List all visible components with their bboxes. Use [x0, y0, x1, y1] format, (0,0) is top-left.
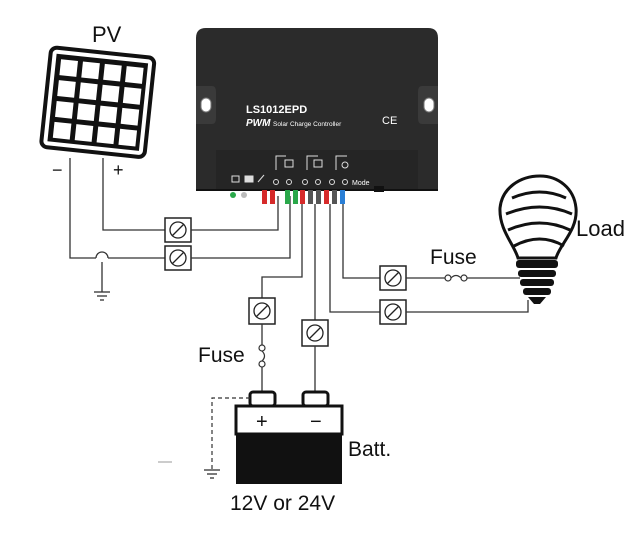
breaker-icon — [379, 265, 407, 291]
controller-terminals — [230, 190, 345, 204]
mode-label: Mode — [352, 180, 370, 187]
controller-model: LS1012EPD — [246, 104, 307, 116]
pv-plus-label: + — [113, 160, 124, 180]
fuse-icon — [258, 344, 266, 368]
breaker-icon — [164, 245, 192, 271]
pv-wires — [69, 158, 165, 292]
controller-subtitle: Solar Charge Controller — [273, 121, 342, 128]
battery-minus-label: − — [310, 411, 322, 433]
voltage-label: 12V or 24V — [230, 492, 335, 515]
breaker-icon — [164, 217, 192, 243]
breaker-icon — [379, 299, 407, 325]
charge-controller — [196, 28, 438, 191]
fuse-load-label: Fuse — [430, 246, 477, 269]
ground-icon — [94, 291, 110, 301]
ce-mark: CE — [382, 115, 397, 127]
breaker-icon — [248, 297, 276, 325]
fuse-icon — [444, 274, 468, 282]
battery-plus-label: + — [256, 411, 268, 433]
pv-minus-label: − — [52, 160, 63, 180]
pv-label: PV — [92, 22, 122, 47]
load-label: Load — [576, 216, 625, 241]
panel-front-icons — [231, 155, 349, 185]
bulb-icon — [498, 174, 578, 304]
battery-icon — [234, 390, 344, 484]
mode-button[interactable] — [374, 186, 384, 192]
ground-icon — [204, 469, 220, 479]
solar-panel-icon — [39, 45, 157, 159]
battery-label: Batt. — [348, 438, 391, 461]
breaker-icon — [301, 319, 329, 347]
controller-brand: PWM — [246, 118, 271, 129]
fuse-battery-label: Fuse — [198, 344, 245, 367]
